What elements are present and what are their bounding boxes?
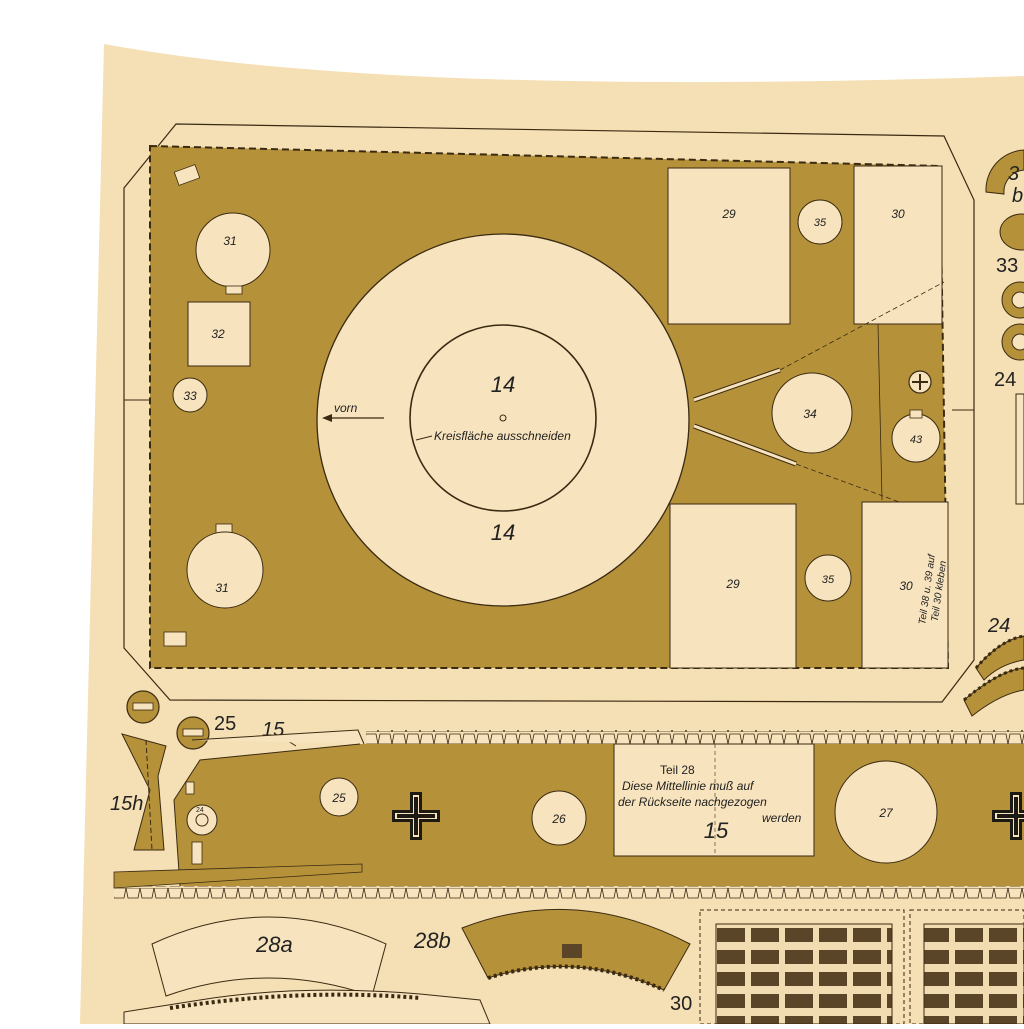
part-29-bottom-label: 29	[725, 577, 740, 591]
box-line-4: werden	[762, 811, 802, 825]
part-26-label: 26	[551, 812, 566, 826]
box-part-15: 15	[704, 818, 729, 843]
part-30-bottom-label: 30	[670, 993, 692, 1015]
part-33-label: 33	[183, 389, 197, 403]
part-28a	[151, 916, 387, 997]
part-28a-label: 28a	[255, 932, 293, 957]
part-14-bottom-label: 14	[491, 520, 515, 545]
balkenkreuz-right	[992, 792, 1024, 840]
part-28b-label: 28b	[413, 928, 451, 953]
cut-out-circle	[409, 324, 597, 512]
part-31-bottom-label: 31	[215, 581, 228, 595]
small-24-label: 24	[196, 807, 204, 814]
turret-ring	[316, 233, 690, 607]
part-31-top-label: 31	[223, 234, 236, 248]
part-35-bottom-label: 35	[822, 574, 835, 586]
edge-label-24-mid: 24	[987, 615, 1010, 637]
center-mark	[499, 414, 507, 422]
part-30-bottom-label: 30	[899, 579, 913, 593]
box-line-3: der Rückseite nachgezogen	[618, 795, 767, 809]
part-30-top-label: 30	[891, 207, 905, 221]
teil-28-box	[613, 743, 815, 857]
front-label: vorn	[334, 401, 358, 415]
part-35-top-label: 35	[814, 217, 827, 229]
edge-label-24-top: 24	[994, 369, 1016, 391]
part-15h-label: 15h	[110, 793, 143, 815]
balkenkreuz-left	[392, 792, 440, 840]
part-43-label: 43	[910, 434, 923, 446]
part-27-label: 27	[878, 806, 894, 820]
edge-label-3: 3	[1008, 163, 1019, 185]
part-25-circle-label: 25	[331, 791, 346, 805]
part-34-label: 34	[803, 407, 817, 421]
part-32-label: 32	[211, 327, 225, 341]
edge-label-b: b	[1012, 185, 1023, 207]
cut-instruction: Kreisfläche ausschneiden	[434, 429, 571, 443]
part-14-top-label: 14	[491, 372, 515, 397]
box-line-1: Teil 28	[660, 763, 695, 777]
part-25-label: 25	[214, 713, 236, 735]
part-14-outline	[123, 123, 975, 703]
box-line-2: Diese Mittellinie muß auf	[622, 779, 755, 793]
edge-label-33: 33	[996, 255, 1018, 277]
part-29-top-label: 29	[721, 207, 736, 221]
